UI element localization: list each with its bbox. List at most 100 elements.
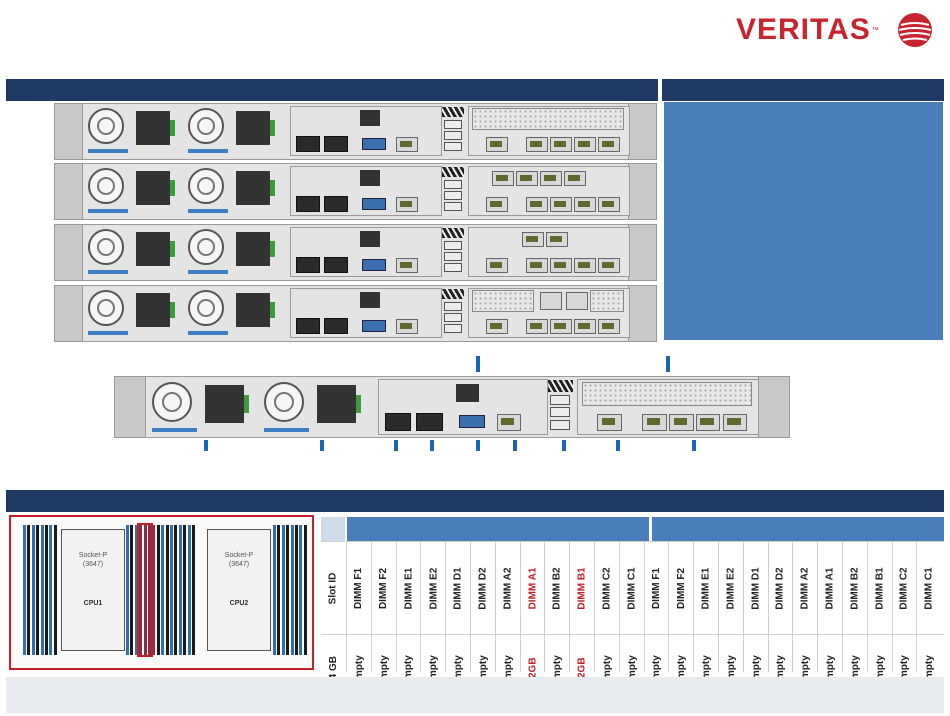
cpu1-label: CPU1 <box>83 600 103 607</box>
vent-mesh <box>581 381 752 406</box>
column-divider <box>693 542 695 672</box>
usb-port-icon <box>550 395 571 405</box>
ethernet-port-jack <box>530 262 542 268</box>
ethernet-port-jack <box>578 201 590 207</box>
usb-port-icon <box>444 313 462 322</box>
ethernet-port-jack <box>578 141 590 147</box>
psu-fan-hub <box>97 117 115 135</box>
vga-port-icon <box>362 198 386 210</box>
table-rule <box>321 541 944 542</box>
memory-header-bar <box>6 490 944 512</box>
io-module-icon <box>360 110 380 126</box>
rack-ear <box>627 163 657 220</box>
rack-ear <box>54 285 84 342</box>
rack-ear <box>54 163 84 220</box>
callout-marker <box>476 356 480 372</box>
psu-latch <box>270 241 275 257</box>
rack-ear <box>627 103 657 160</box>
psu-release-strip <box>88 149 128 153</box>
ethernet-port-jack <box>544 175 556 181</box>
column-divider <box>370 542 372 672</box>
ethernet-port-jack <box>400 201 412 207</box>
io-module-icon <box>360 170 380 186</box>
fc-port-icon <box>540 292 562 310</box>
column-divider <box>842 542 843 672</box>
dimm-slot <box>134 525 138 655</box>
usb-port-icon <box>296 318 320 334</box>
dimm-slot <box>139 525 143 655</box>
ethernet-port-icon <box>540 171 562 186</box>
cpu2-socket-sub: (3647) <box>228 561 250 568</box>
psu-release-strip <box>188 149 228 153</box>
cpu2-label: CPU2 <box>229 600 249 607</box>
rack-ear <box>627 224 657 281</box>
dimm-slot-label: DIMM A1 <box>527 567 539 609</box>
ethernet-port-jack <box>530 201 542 207</box>
dimm-slot-label: DIMM C2 <box>899 566 911 610</box>
usb-port-icon <box>444 263 462 272</box>
dimm-slot-label: DIMM E2 <box>725 567 737 609</box>
dimm-slot <box>299 525 303 655</box>
ethernet-port-jack <box>700 418 714 426</box>
serial-label <box>442 107 464 117</box>
dimm-slot-label: DIMM A2 <box>799 567 811 609</box>
ethernet-port-icon <box>574 137 596 152</box>
dimm-slot <box>178 525 182 655</box>
brand-trademark: ™ <box>871 26 879 34</box>
rack-ear <box>54 224 84 281</box>
usb-port-icon <box>444 120 462 129</box>
column-divider <box>792 542 794 672</box>
column-divider <box>718 542 719 672</box>
ethernet-port-icon <box>496 414 522 431</box>
ethernet-port-jack <box>601 418 616 426</box>
psu-fan-icon <box>263 381 305 422</box>
callout-marker <box>320 440 324 451</box>
power-inlet-icon <box>317 384 356 424</box>
dimm-slot <box>148 525 151 655</box>
power-inlet-icon <box>136 232 170 266</box>
ethernet-port-jack <box>578 262 590 268</box>
psu-release-strip <box>188 270 228 274</box>
psu-latch <box>170 120 175 136</box>
ethernet-port-icon <box>396 258 418 273</box>
dimm-slot <box>187 525 191 655</box>
dimm-slot-label: DIMM C1 <box>923 566 935 610</box>
dimm-slot <box>36 525 40 655</box>
ethernet-port-icon <box>526 258 548 273</box>
dimm-slot <box>277 525 281 655</box>
ethernet-port-jack <box>490 323 502 329</box>
dimm-slot-label: DIMM D2 <box>775 566 787 610</box>
column-divider <box>767 542 769 672</box>
ethernet-port-jack <box>490 201 502 207</box>
usb-port-icon <box>324 257 348 273</box>
callout-marker <box>430 440 434 451</box>
psu-latch <box>355 395 362 413</box>
vga-port-icon <box>362 259 386 271</box>
ethernet-port-jack <box>727 418 741 426</box>
psu-latch <box>270 302 275 318</box>
callout-marker <box>666 356 670 372</box>
ethernet-port-jack <box>400 262 412 268</box>
dimm-slot <box>161 525 165 655</box>
serial-label <box>548 380 573 392</box>
ethernet-port-icon <box>598 319 620 334</box>
io-module-icon <box>456 383 479 402</box>
dimm-slot <box>165 525 169 655</box>
vga-port-icon <box>362 320 386 332</box>
callout-marker <box>476 440 480 451</box>
usb-port-icon <box>296 136 320 152</box>
dimm-slot-label: DIMM A2 <box>502 567 514 609</box>
usb-port-icon <box>324 196 348 212</box>
dimm-slot-label: DIMM A1 <box>824 567 836 609</box>
ethernet-port-icon <box>597 414 622 431</box>
dimm-slot-label: DIMM E2 <box>427 567 439 609</box>
dimm-slot <box>183 525 187 655</box>
psu-latch <box>170 241 175 257</box>
ethernet-port-icon <box>486 137 508 152</box>
slot-id-head-spacer <box>321 517 345 541</box>
ethernet-port-icon <box>526 319 548 334</box>
psu-fan-hub <box>197 299 215 317</box>
cpu2-socket: Socket-P (3647) CPU2 <box>207 529 271 651</box>
psu-latch <box>170 180 175 196</box>
psu-fan-hub <box>197 117 215 135</box>
